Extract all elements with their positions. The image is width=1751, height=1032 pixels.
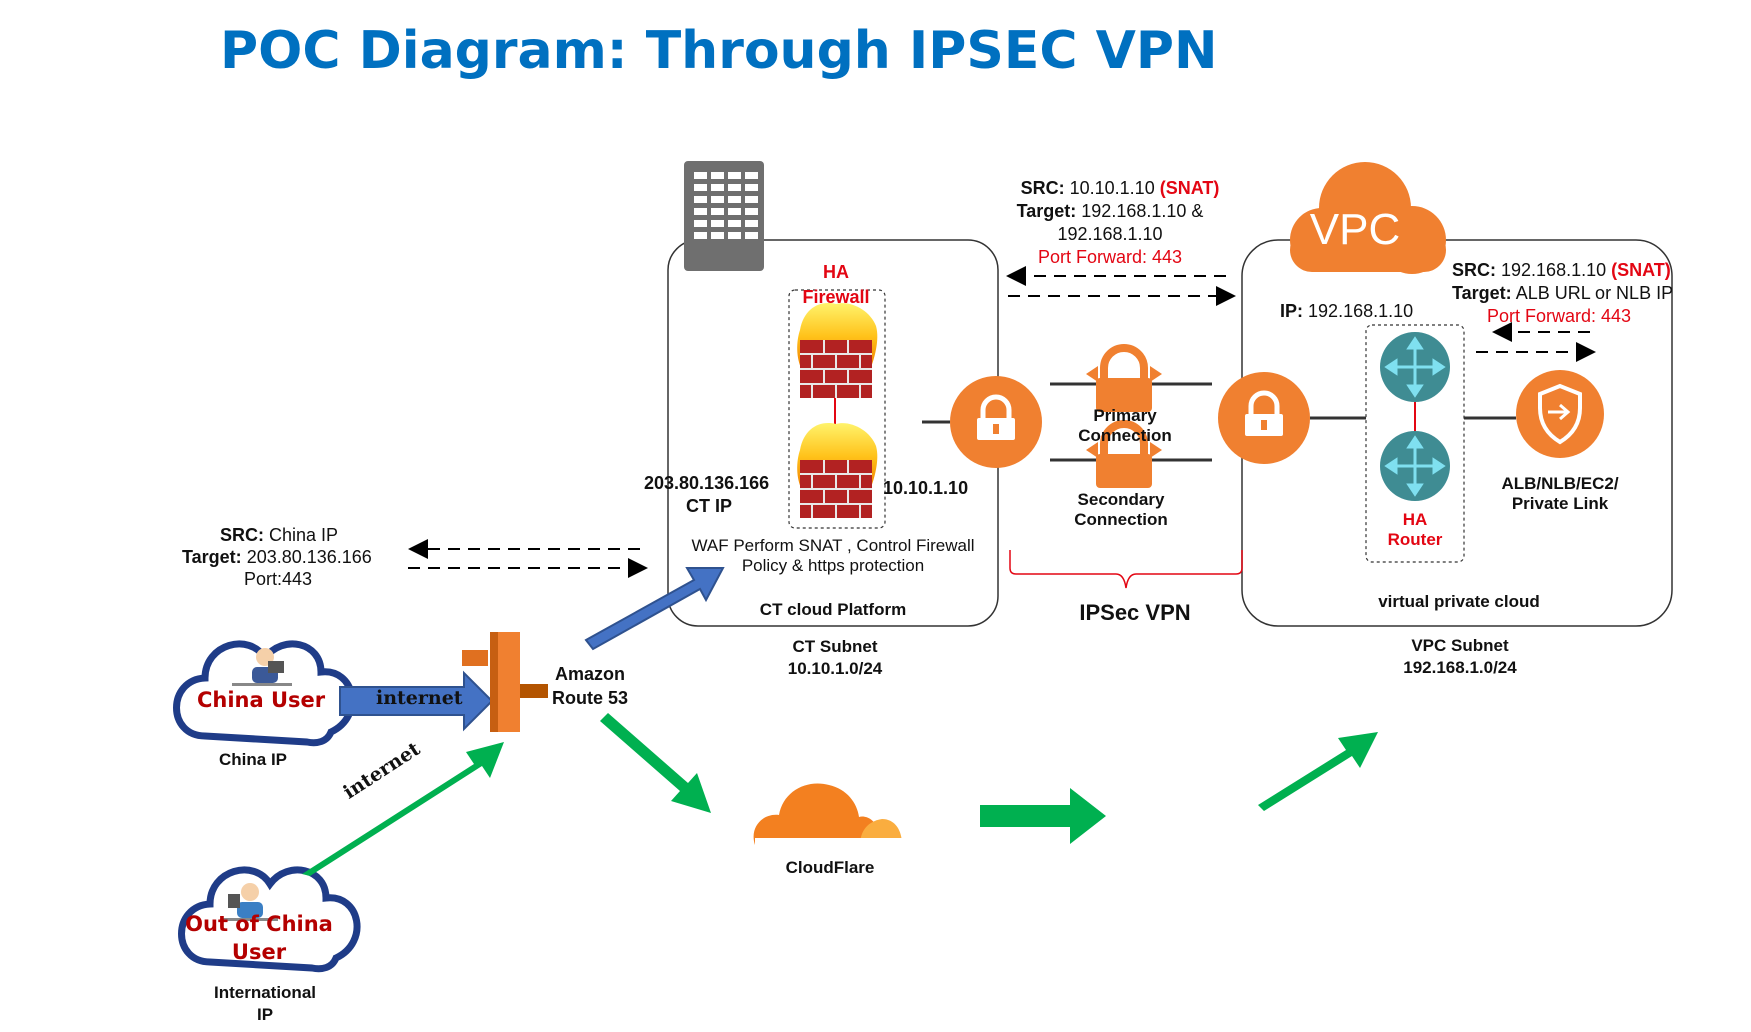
- ha-router-label-line2: Router: [1387, 530, 1443, 549]
- vpc-flow-src: SRC: 192.168.1.10 (SNAT): [1452, 260, 1671, 280]
- ipsec-flow-target-2: 192.168.1.10: [1057, 224, 1163, 244]
- ha-firewall-label-line2: Firewall: [802, 287, 870, 307]
- china-user-avatar-icon: [232, 648, 292, 686]
- secondary-connection-label-line1: Secondary: [1077, 490, 1165, 509]
- alb-target-label-line1: ALB/NLB/EC2/: [1501, 474, 1619, 493]
- primary-connection-label-line1: Primary: [1093, 406, 1157, 425]
- ct-subnet-label-line1: CT Subnet: [792, 637, 878, 656]
- international-ip-label-line2: IP: [256, 1005, 274, 1024]
- datacenter-building-icon: [684, 161, 764, 271]
- firewall-icon: [797, 303, 878, 398]
- china-internet-label: internet: [376, 687, 463, 709]
- router-icon: [1380, 332, 1450, 402]
- route53-icon: [462, 632, 548, 732]
- ct-platform-label: CT cloud Platform: [759, 600, 907, 619]
- china-internet-arrow: [339, 670, 494, 732]
- vpc-cloud-icon: [1290, 162, 1446, 274]
- ipsec-flow-port-forward: Port Forward: 443: [1037, 247, 1183, 267]
- vpc-vpn-gateway-icon: [1218, 372, 1310, 464]
- vpc-subnet-label-line2: 192.168.1.0/24: [1403, 658, 1517, 677]
- primary-vpn-lock-icon: [1086, 344, 1162, 412]
- load-balancer-shield-icon: [1516, 370, 1604, 458]
- ct-vpn-gateway-icon: [950, 376, 1042, 468]
- international-user-label-line2: User: [231, 940, 287, 964]
- vpc-box-label: virtual private cloud: [1378, 592, 1540, 611]
- ipsec-vpn-bracket: [1009, 550, 1243, 589]
- cloudflare-icon: [753, 783, 905, 846]
- ha-router-group: [1365, 324, 1465, 563]
- vpc-subnet-label-line1: VPC Subnet: [1411, 636, 1509, 655]
- page-title: POC Diagram: Through IPSEC VPN: [220, 21, 1218, 81]
- international-ip-label-line1: International: [213, 983, 316, 1002]
- vpc-ip: IP: 192.168.1.10: [1280, 301, 1414, 321]
- client-flow-port: Port:443: [244, 569, 313, 589]
- international-user-avatar-icon: [222, 883, 278, 921]
- international-user-label-line1: Out of China: [185, 912, 333, 936]
- client-flow-src: SRC: China IP: [220, 525, 339, 545]
- ha-firewall-group: [788, 289, 886, 529]
- china-ip-label: China IP: [219, 750, 288, 769]
- vpc-badge-label: VPC: [1309, 205, 1401, 254]
- route53-to-cloudflare-arrow: [600, 713, 711, 813]
- ipsec-vpn-label: IPSec VPN: [1079, 600, 1191, 625]
- international-internet-arrow: [302, 742, 504, 876]
- firewall-icon: [797, 423, 878, 518]
- ct-private-ip: 10.10.1.10: [883, 478, 969, 498]
- router-icon: [1380, 431, 1450, 501]
- cloudflare-label: CloudFlare: [785, 858, 875, 877]
- alb-target-label-line2: Private Link: [1511, 494, 1609, 513]
- ha-firewall-label-line1: HA: [823, 262, 849, 282]
- ipsec-flow-target: Target: 192.168.1.10 &: [1016, 201, 1204, 221]
- vpc-flow-target: Target: ALB URL or NLB IP: [1452, 283, 1674, 303]
- route53-label-line2: Route 53: [551, 688, 629, 708]
- ct-subnet-label-line2: 10.10.1.0/24: [787, 659, 883, 678]
- ipsec-flow-src: SRC: 10.10.1.10 (SNAT): [1020, 178, 1220, 198]
- secondary-vpn-lock-icon: [1086, 420, 1162, 488]
- waf-description-line2: Policy & https protection: [741, 556, 925, 575]
- cloudflare-to-vpn-arrow: [980, 788, 1106, 844]
- ct-public-ip: 203.80.136.166: [644, 473, 770, 493]
- secondary-connection-label-line2: Connection: [1074, 510, 1168, 529]
- waf-description-line1: WAF Perform SNAT , Control Firewall: [691, 536, 975, 555]
- china-user-cloud: [173, 640, 356, 747]
- ct-public-ip-label: CT IP: [686, 496, 733, 516]
- to-vpc-arrow: [1258, 732, 1378, 811]
- primary-connection-label-line2: Connection: [1078, 426, 1172, 445]
- route53-label-line1: Amazon: [554, 664, 625, 684]
- client-flow-target: Target: 203.80.136.166: [182, 547, 372, 567]
- route53-to-ct-arrow: [584, 567, 725, 651]
- vpc-flow-port-forward: Port Forward: 443: [1487, 306, 1632, 326]
- ha-router-label-line1: HA: [1402, 510, 1428, 529]
- china-user-label: China User: [197, 688, 326, 712]
